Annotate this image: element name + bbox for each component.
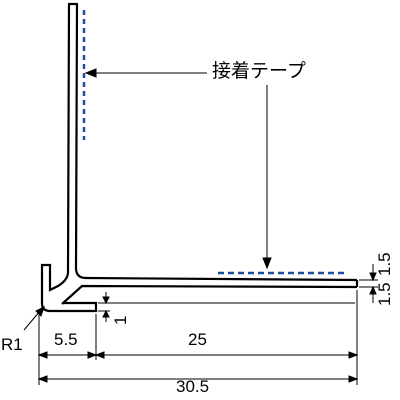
dimension-30-5: 30.5 [176, 377, 210, 396]
profile-hook [40, 263, 98, 313]
dimension-1-5-top: 1.5 [375, 252, 394, 276]
dimension-1: 1 [111, 315, 130, 325]
thickness-dimension [359, 264, 378, 303]
dimension-5-5: 5.5 [54, 330, 78, 349]
dimension-line-upper [37, 351, 359, 359]
dimension-25: 25 [188, 330, 207, 349]
dimension-line-lower [37, 375, 359, 383]
adhesive-tape-label: 接着テープ [212, 60, 306, 82]
extension-lines [38, 290, 358, 385]
gap-dimension [98, 292, 355, 322]
profile-horizontal-leg [61, 267, 359, 305]
dimension-1-5-bottom: 1.5 [375, 282, 394, 306]
radius-leader [23, 306, 45, 331]
radius-label: R1 [1, 335, 23, 354]
tape-leader-arrows [84, 68, 272, 270]
profile-vertical-leg [66, 2, 79, 273]
